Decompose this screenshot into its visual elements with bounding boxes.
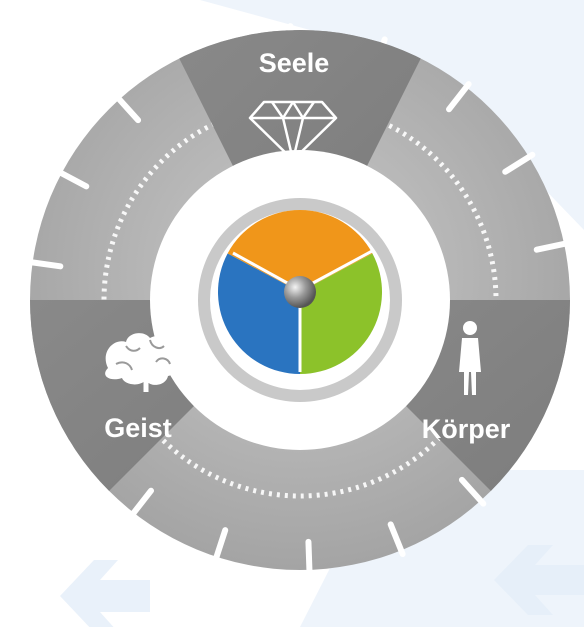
rim-notch bbox=[458, 476, 487, 507]
seele-label: Seele bbox=[259, 48, 330, 78]
rim-notch bbox=[305, 538, 313, 577]
segment-seele[interactable]: Seele bbox=[248, 48, 338, 162]
segment-koerper[interactable]: Körper bbox=[422, 321, 511, 444]
brain-icon bbox=[105, 333, 180, 392]
rim-notch bbox=[445, 81, 472, 113]
rim-notch bbox=[128, 487, 155, 519]
rim-notch bbox=[25, 258, 64, 270]
center-pie bbox=[217, 210, 382, 374]
arrow-left-icon bbox=[60, 560, 150, 627]
arrow-left-icon bbox=[494, 545, 584, 615]
rim-notch bbox=[502, 151, 536, 175]
sphere-icon bbox=[284, 276, 316, 308]
rim-notch bbox=[55, 168, 90, 190]
rim-notch bbox=[212, 527, 229, 564]
koerper-label: Körper bbox=[422, 414, 511, 444]
rim-notch bbox=[387, 521, 406, 558]
human-figure-icon bbox=[459, 321, 481, 395]
geist-label: Geist bbox=[104, 413, 172, 443]
rim-notch bbox=[533, 240, 572, 253]
pie-segment-left bbox=[217, 253, 300, 374]
pie-segment-right bbox=[300, 253, 382, 374]
segment-geist[interactable]: Geist bbox=[104, 333, 180, 443]
rim-notch bbox=[113, 93, 142, 124]
diamond-icon bbox=[248, 100, 338, 162]
